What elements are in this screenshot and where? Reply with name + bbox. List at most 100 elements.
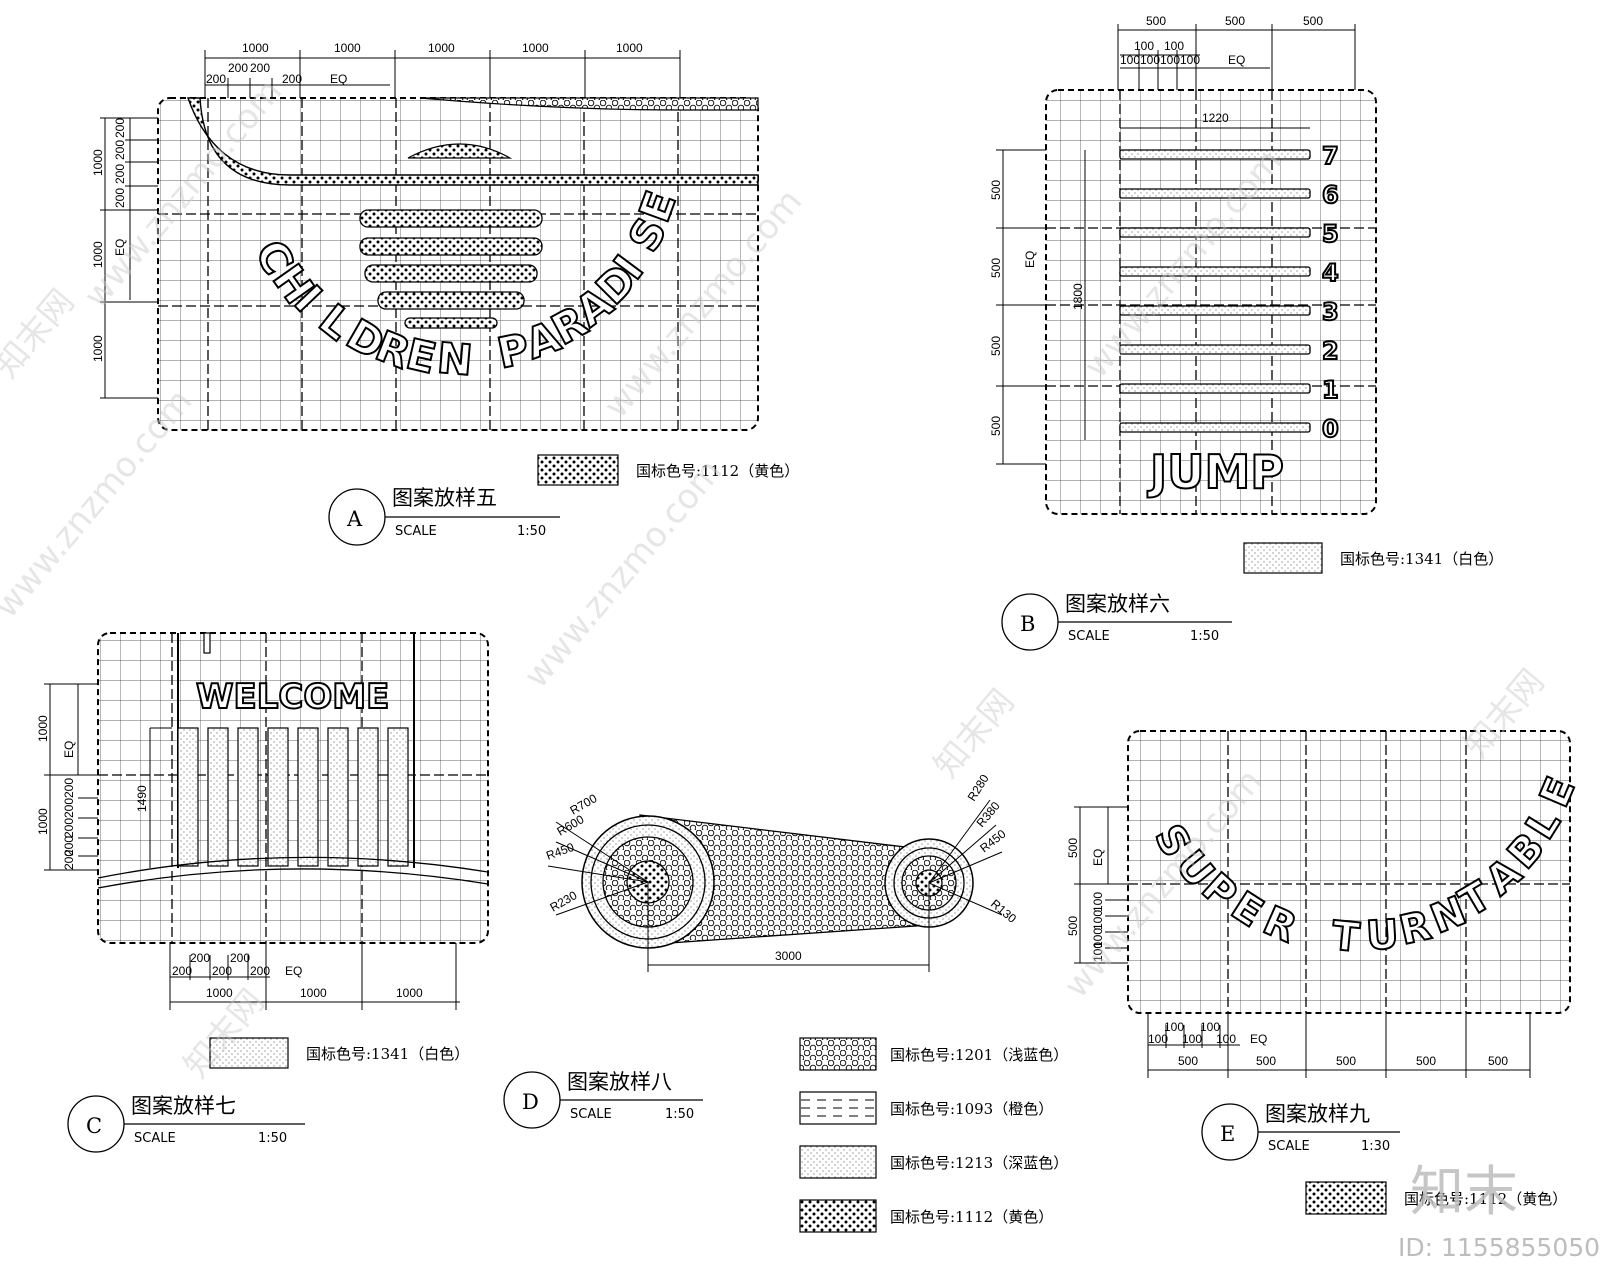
dim-c-ls-4: 200 [62,836,76,856]
welcome-bars [177,727,409,867]
panel-e-grid [1127,730,1571,1014]
panel-a-letter: A [346,507,363,531]
radius-d-l3: R450 [544,840,576,863]
ladder-number: 4 [1322,259,1339,287]
panel-a-title: 图案放样五 [392,486,497,510]
dim-b-height: 1800 [1071,283,1085,310]
panel-b-letter: B [1020,612,1035,636]
panel-d-scale-value: 1:50 [665,1107,694,1122]
dim-a-ls-2: 200 [113,140,127,160]
welcome-bar [387,727,409,867]
ladder-bar [1119,305,1311,316]
ladder-bar [1119,149,1311,160]
dim-b-top-3: 500 [1303,14,1323,28]
dim-a-left-3: 1000 [91,335,105,362]
dim-c-bs-1: 200 [190,951,210,965]
dim-e-left-2: 500 [1066,916,1080,936]
legend-d3-label: 国标色号:1213（深蓝色） [890,1154,1068,1172]
dim-b-sub2-3: 100 [1160,53,1180,67]
panel-d: R700 R600 R450 R230 R280 R380 R450 R130 … [503,772,1068,1233]
dim-a-top-3: 1000 [428,41,455,55]
dim-e-bs-2: 100 [1200,1020,1220,1034]
ladder-number: 3 [1322,298,1339,326]
eq-a-left: EQ [113,239,127,256]
ladder-bar [1119,266,1311,277]
panel-b-title: 图案放样六 [1065,592,1170,616]
dim-c-b-1: 1000 [206,986,233,1000]
panel-c: WELCOME 1000 1000 200 200 200 200 200 EQ… [36,632,489,1153]
ladder-number: 7 [1322,142,1339,170]
legend-b-label: 国标色号:1341（白色） [1340,550,1503,568]
dim-e-b-1: 500 [1178,1054,1198,1068]
jump-text: JUMP [1147,445,1284,499]
watermark-id: ID: 1155855050 [1398,1233,1600,1262]
dim-d-length: 3000 [775,949,802,963]
dim-e-bs-3: 100 [1148,1032,1168,1046]
eq-b-left: EQ [1023,251,1037,268]
eq-e-left: EQ [1091,849,1105,866]
dim-e-b-3: 500 [1336,1054,1356,1068]
dim-b-top-2: 500 [1225,14,1245,28]
dim-a-top-2: 1000 [334,41,361,55]
panel-c-scale-value: 1:50 [258,1131,287,1146]
dim-b-left-3: 500 [989,336,1003,356]
legend-d4-swatch [799,1199,877,1233]
dim-b-sub2-4: 100 [1180,53,1200,67]
ladder-number: 2 [1322,337,1339,365]
dim-b-left-1: 500 [989,180,1003,200]
dim-c-left-2: 1000 [36,808,50,835]
dim-a-sub-3: 200 [206,72,226,86]
dim-a-sub-1: 200 [228,61,248,75]
dim-e-bs-4: 100 [1182,1032,1202,1046]
dim-e-left-1: 500 [1066,838,1080,858]
radius-d-l4: R230 [548,888,580,915]
eq-c-left: EQ [62,741,76,758]
panel-c-title: 图案放样七 [131,1094,236,1118]
dim-c-ls-5: 200 [62,850,76,870]
panel-c-scale-label: SCALE [134,1131,176,1146]
dim-a-top-1: 1000 [242,41,269,55]
panel-d-title: 图案放样八 [567,1070,672,1094]
panel-a-scale-label: SCALE [395,524,437,539]
dim-e-ls-3: 100 [1091,928,1105,948]
panel-b-scale-label: SCALE [1068,629,1110,644]
dim-b-sub2-2: 100 [1140,53,1160,67]
legend-d3-swatch [799,1145,877,1179]
dim-b-sub2-1: 100 [1120,53,1140,67]
dim-e-b-2: 500 [1256,1054,1276,1068]
dim-c-ls-1: 200 [62,778,76,798]
ladder-number: 1 [1322,376,1339,404]
welcome-bar [237,727,259,867]
panel-d-letter: D [522,1090,539,1114]
welcome-bar [297,727,319,867]
dim-a-sub-2: 200 [250,61,270,75]
dim-b-left-2: 500 [989,258,1003,278]
legend-e-swatch [1305,1181,1387,1215]
welcome-bar [267,727,289,867]
dim-a-ls-3: 200 [113,164,127,184]
panel-e-title: 图案放样九 [1265,1102,1370,1126]
legend-e-label: 国标色号:1112（黄色） [1404,1190,1567,1208]
stripe-heart [359,209,543,329]
ladder-bar [1119,188,1311,199]
welcome-bar [177,727,199,867]
legend-d2-swatch [799,1091,877,1125]
dim-b-sub-2: 100 [1164,39,1184,53]
dim-b-left-4: 500 [989,416,1003,436]
dim-a-left-1: 1000 [91,149,105,176]
dim-e-ls-4: 100 [1091,942,1105,962]
dim-c-left-1: 1000 [36,715,50,742]
legend-a-label: 国标色号:1112（黄色） [636,462,799,480]
dim-e-bs-1: 100 [1164,1020,1184,1034]
eq-a: EQ [330,72,347,86]
radius-d-r1: R280 [965,772,992,804]
dim-e-ls-2: 100 [1091,910,1105,930]
top-right-band [419,97,759,111]
dim-a-top-4: 1000 [522,41,549,55]
dim-c-ls-3: 200 [62,818,76,838]
dim-c-b-3: 1000 [396,986,423,1000]
panel-e-scale-value: 1:30 [1361,1139,1390,1154]
